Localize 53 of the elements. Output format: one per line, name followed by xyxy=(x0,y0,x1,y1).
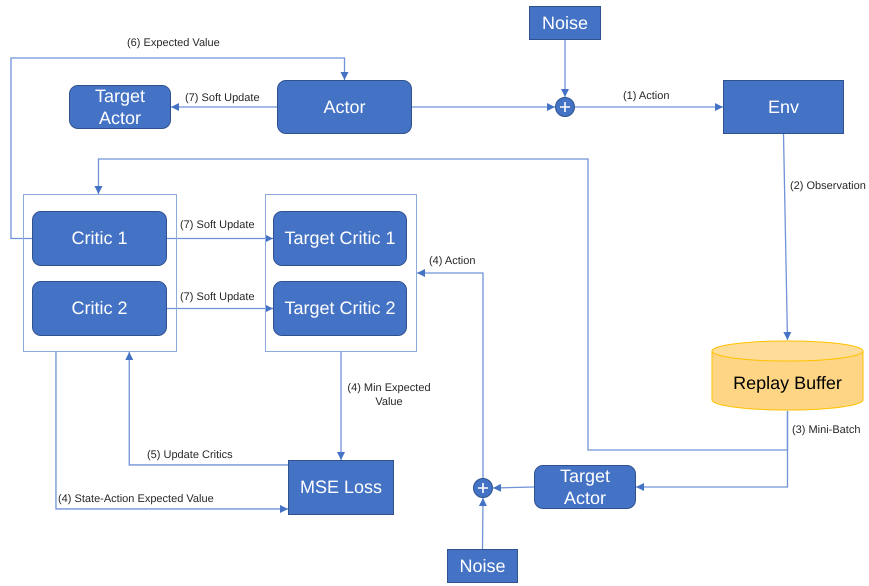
arrow xyxy=(417,269,484,478)
node-label: Critic 1 xyxy=(70,227,128,250)
group-frame xyxy=(23,194,177,352)
edge-label: (7) Soft Update xyxy=(184,91,261,106)
rounded-box xyxy=(32,211,167,266)
node-label: Target Critic 2 xyxy=(283,297,397,320)
node-label: Target Actor xyxy=(558,464,612,510)
process-box xyxy=(529,6,601,40)
group-frame xyxy=(265,194,417,352)
node-label: Target Actor xyxy=(94,84,146,130)
arrow xyxy=(10,57,348,240)
edge-label: (2) Observation xyxy=(789,179,867,194)
edge-label: (3) Mini-Batch xyxy=(791,423,862,438)
rounded-box xyxy=(69,85,171,129)
arrow xyxy=(94,158,788,451)
rounded-box xyxy=(273,211,407,266)
node-label: Target Critic 1 xyxy=(283,227,397,250)
process-box xyxy=(723,80,844,134)
process-box xyxy=(288,460,394,515)
edge-label: (5) Update Critics xyxy=(146,448,234,462)
arrow xyxy=(492,484,534,492)
node-label: Noise xyxy=(540,12,590,34)
node-label: MSE Loss xyxy=(298,476,384,499)
arrow xyxy=(167,304,273,312)
arrow xyxy=(337,352,345,460)
rounded-box xyxy=(273,281,407,336)
arrow xyxy=(782,134,792,340)
arrow xyxy=(412,103,555,111)
edge-label: (6) Expected Value xyxy=(126,36,221,50)
edge-label: (7) Soft Update xyxy=(179,218,256,232)
edge-label: (1) Action xyxy=(622,89,670,104)
node-label: Actor xyxy=(322,96,366,118)
edge-label: (4) Action xyxy=(428,254,476,268)
arrow xyxy=(171,103,277,111)
node-label: Replay Buffer xyxy=(732,372,843,395)
arrow xyxy=(575,103,723,111)
rounded-box xyxy=(32,281,167,336)
node-label: Critic 2 xyxy=(70,297,128,320)
rounded-box xyxy=(277,80,412,134)
node-label: Env xyxy=(766,96,800,118)
node-label: Noise xyxy=(458,554,507,578)
database-cylinder xyxy=(711,340,864,411)
arrow xyxy=(478,498,487,549)
arrow xyxy=(561,40,569,97)
sum-junction xyxy=(473,478,493,498)
sum-junction xyxy=(555,97,575,117)
arrow xyxy=(55,352,288,513)
rounded-box xyxy=(534,465,636,509)
edge-label: (4) State-Action Expected Value xyxy=(57,492,215,506)
edge-label: (7) Soft Update xyxy=(179,290,256,304)
process-box xyxy=(447,549,518,583)
arrow xyxy=(167,234,273,242)
arrow xyxy=(125,352,288,466)
